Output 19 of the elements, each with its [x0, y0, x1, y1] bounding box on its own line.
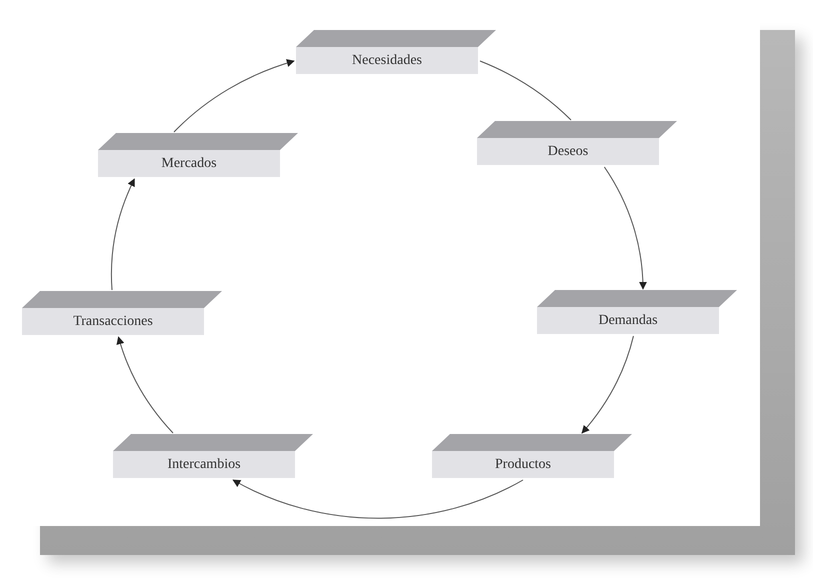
- arrow: [111, 178, 136, 290]
- arrow: [174, 60, 295, 132]
- block-label: Productos: [495, 456, 551, 472]
- concept-block: [296, 30, 496, 75]
- block-label: Mercados: [161, 156, 217, 172]
- concept-block: [113, 434, 313, 479]
- block-label: Necesidades: [352, 52, 422, 68]
- block-label: Transacciones: [73, 314, 153, 330]
- block-label: Demandas: [598, 312, 658, 328]
- block-label: Intercambios: [167, 456, 241, 472]
- concept-block: [432, 434, 632, 479]
- concept-block: [22, 291, 222, 336]
- arrow: [604, 166, 647, 290]
- arrow: [582, 336, 634, 434]
- concept-block: [98, 133, 298, 178]
- concept-block: [477, 121, 677, 166]
- block-label: Deseos: [548, 144, 588, 160]
- concept-block: [537, 290, 737, 335]
- arrow: [232, 480, 524, 518]
